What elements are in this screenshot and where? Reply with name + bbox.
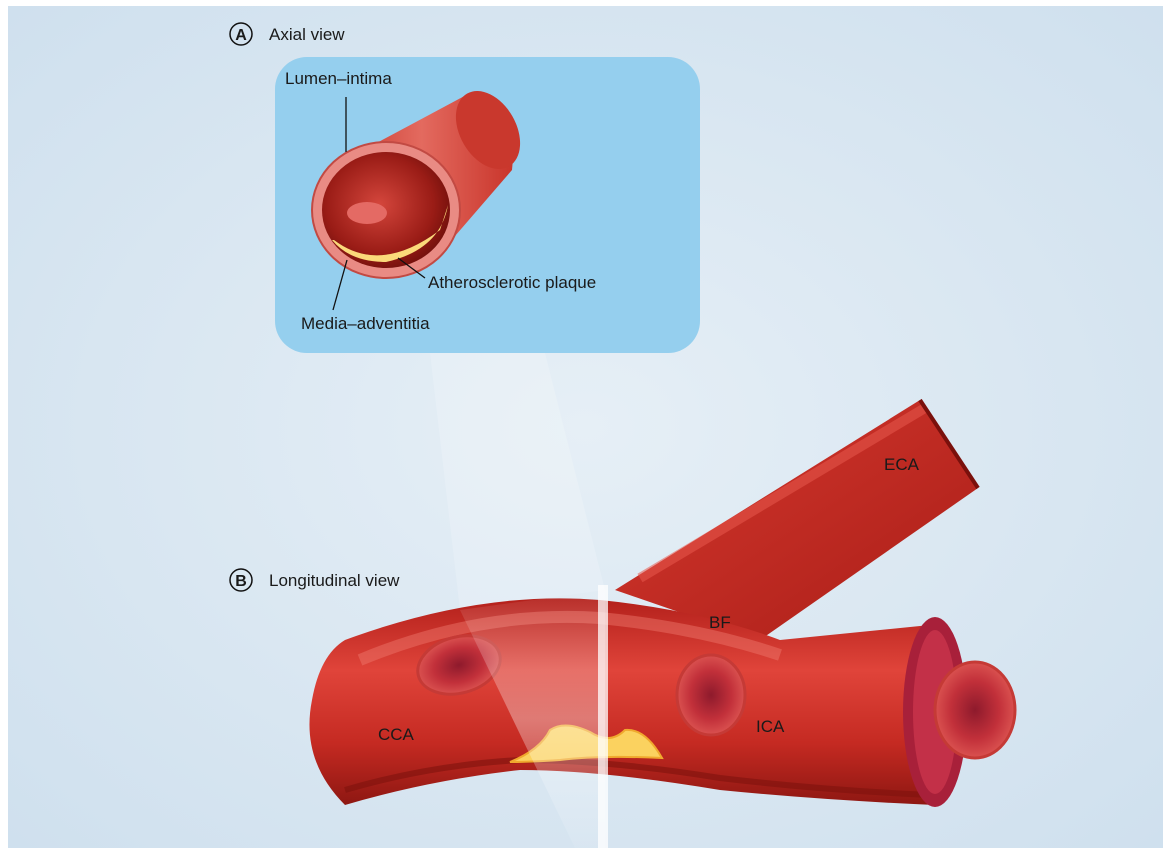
ica-label: ICA	[756, 717, 785, 736]
rbc-icon-2	[677, 655, 745, 735]
lumen-intima-label: Lumen–intima	[285, 69, 392, 88]
rbc-icon-3	[935, 662, 1015, 758]
panel-a-title: Axial view	[269, 25, 345, 44]
media-adventitia-label: Media–adventitia	[301, 314, 430, 333]
bf-label: BF	[709, 613, 731, 632]
cca-label: CCA	[378, 725, 415, 744]
panel-b-title: Longitudinal view	[269, 571, 400, 590]
axial-lumen-highlight	[347, 202, 387, 224]
panel-b-letter: B	[235, 573, 247, 590]
eca-label: ECA	[884, 455, 920, 474]
axial-scan-plane	[598, 585, 608, 848]
plaque-label: Atherosclerotic plaque	[428, 273, 596, 292]
panel-a-letter: A	[235, 27, 247, 44]
